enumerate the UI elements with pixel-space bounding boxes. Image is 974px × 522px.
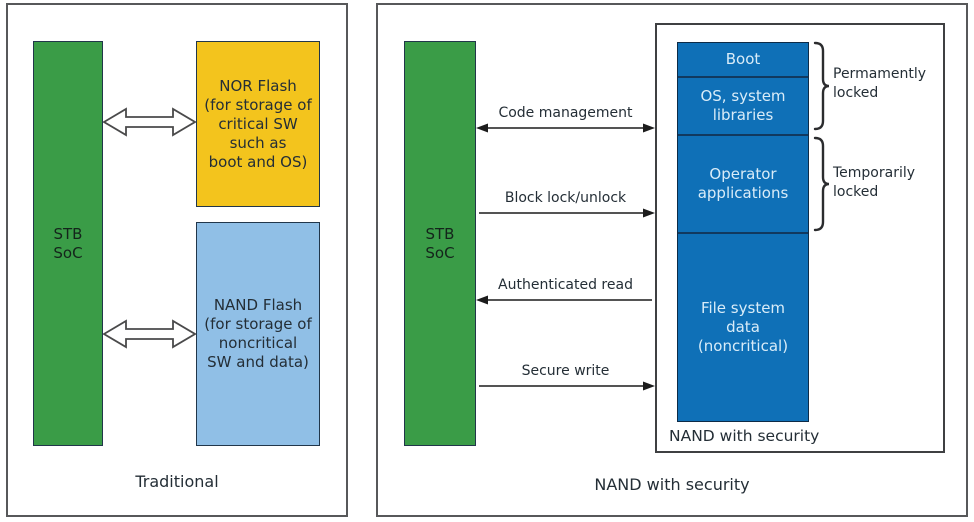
stb-soc-label: STB SoC [53, 224, 83, 262]
authenticated-read-arrow: Authenticated read [476, 277, 655, 305]
stb-soc-label: STB SoC [425, 224, 455, 262]
arrow-icon [476, 123, 655, 133]
arrow-label: Block lock/unlock [504, 190, 627, 206]
boot-section: Boot [678, 43, 808, 76]
arrow-label: Secure write [521, 363, 610, 379]
operator-applications-label: Operator applications [697, 164, 789, 202]
nand-box-label: NAND with security [669, 427, 820, 445]
os-libraries-label: OS, system libraries [700, 86, 786, 124]
traditional-caption: Traditional [135, 472, 219, 491]
arrow-icon [476, 295, 652, 305]
nand-security-panel: STB SoC Code management Block lock/unloc… [376, 3, 968, 517]
double-arrow-icon [103, 107, 196, 137]
arrow-icon [479, 208, 655, 218]
stb-soc-block: STB SoC [404, 41, 476, 446]
nand-security-caption: NAND with security [594, 475, 750, 494]
code-management-arrow: Code management [476, 105, 655, 133]
nand-with-security-box: Boot OS, system libraries Operator appli… [655, 23, 945, 453]
brace-icon [813, 136, 830, 232]
nand-flash-block: NAND Flash (for storage of noncritical S… [196, 222, 320, 446]
block-lock-unlock-arrow: Block lock/unlock [476, 190, 655, 218]
secure-write-arrow: Secure write [476, 363, 655, 391]
stb-soc-block: STB SoC [33, 41, 103, 446]
nor-flash-label: NOR Flash (for storage of critical SW su… [204, 76, 312, 171]
traditional-panel: STB SoC NOR Flash (for storage of critic… [6, 3, 348, 517]
permanently-locked-annotation: Permamently locked [833, 66, 927, 101]
file-system-data-section: File system data (noncritical) [678, 232, 808, 422]
nor-flash-block: NOR Flash (for storage of critical SW su… [196, 41, 320, 207]
arrow-label: Code management [498, 105, 633, 121]
arrow-icon [479, 381, 655, 391]
nand-memory-stack: Boot OS, system libraries Operator appli… [677, 42, 809, 422]
boot-label: Boot [725, 49, 761, 68]
operator-applications-section: Operator applications [678, 133, 808, 233]
file-system-data-label: File system data (noncritical) [697, 299, 789, 356]
brace-icon [813, 41, 830, 131]
os-libraries-section: OS, system libraries [678, 75, 808, 134]
double-arrow-icon [103, 319, 196, 349]
temporarily-locked-annotation: Temporarily locked [833, 165, 916, 200]
arrow-label: Authenticated read [498, 277, 633, 293]
nand-flash-label: NAND Flash (for storage of noncritical S… [204, 296, 312, 371]
